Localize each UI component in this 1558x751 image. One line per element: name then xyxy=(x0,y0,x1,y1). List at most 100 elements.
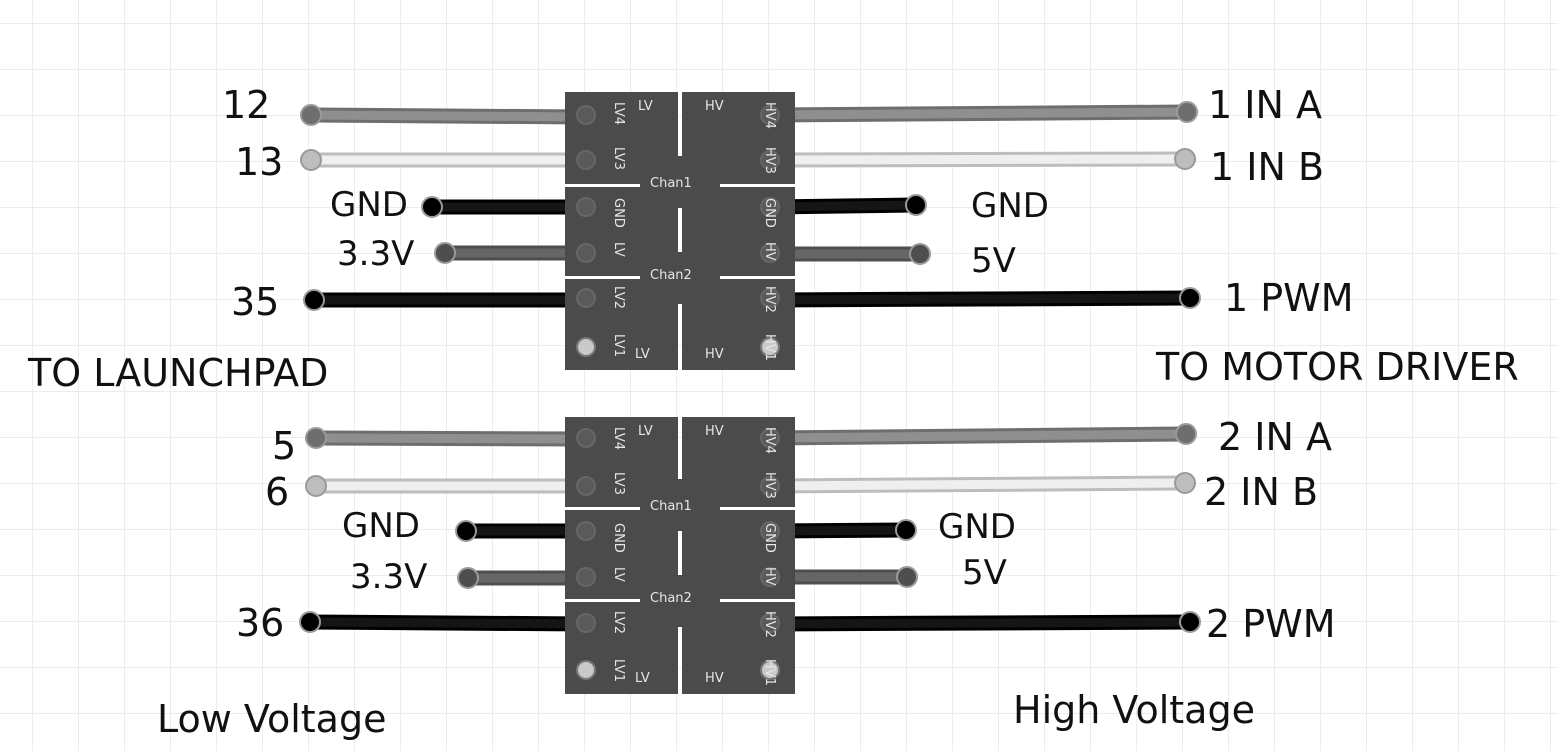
wire-35[interactable] xyxy=(303,289,597,311)
footer-hv-label: HV xyxy=(705,347,724,362)
pin-hv2[interactable] xyxy=(760,288,780,308)
wire-1-pwm[interactable] xyxy=(759,287,1201,311)
wire-2-in-a-core xyxy=(765,429,1191,443)
pin-label-lv1: LV1 xyxy=(611,659,626,682)
wire-2-in-b[interactable] xyxy=(759,472,1196,497)
wire-label-2-in-b: 2 IN B xyxy=(1204,470,1319,514)
pin-hv1[interactable] xyxy=(760,660,780,680)
pin-gnd[interactable] xyxy=(576,521,596,541)
board-slit xyxy=(720,599,795,602)
pin-lv[interactable] xyxy=(576,243,596,263)
wire-5v-1-end-connector[interactable] xyxy=(909,243,931,265)
pin-hv4[interactable] xyxy=(760,428,780,448)
pin-lv2[interactable] xyxy=(576,613,596,633)
pin-lv4[interactable] xyxy=(576,428,596,448)
board-slit xyxy=(720,184,795,187)
chan1-label: Chan1 xyxy=(650,176,692,191)
pin-hv4[interactable] xyxy=(760,105,780,125)
wire-6[interactable] xyxy=(305,475,597,497)
board-slit xyxy=(565,184,640,187)
board-slit xyxy=(565,599,640,602)
pin-label-hv1: HV1 xyxy=(762,659,777,686)
pin-label-hv4: HV4 xyxy=(762,427,777,454)
wire-gnd-hv-2-end-connector[interactable] xyxy=(895,519,917,541)
pin-gnd[interactable] xyxy=(760,521,780,541)
pin-label-lv1: LV1 xyxy=(611,334,626,357)
footer-lv-label: LV xyxy=(635,347,650,362)
wire-36[interactable] xyxy=(299,611,597,635)
pin-label-gnd-hv: GND xyxy=(762,523,777,553)
wire-5-start-connector[interactable] xyxy=(305,427,327,449)
footer-hv-label: HV xyxy=(705,671,724,686)
wire-5-core xyxy=(311,433,591,444)
pin-label-lv: LV xyxy=(611,567,626,582)
wire-label-12: 12 xyxy=(222,83,271,127)
pin-hv3[interactable] xyxy=(760,150,780,170)
pin-label-hv1: HV1 xyxy=(762,334,777,361)
wire-label-36: 36 xyxy=(236,601,285,645)
wire-1-in-a-core xyxy=(765,107,1192,120)
wire-13[interactable] xyxy=(300,149,597,171)
pin-lv2[interactable] xyxy=(576,288,596,308)
label-low-voltage: Low Voltage xyxy=(157,697,387,741)
board-left-half xyxy=(565,92,678,370)
wire-2-pwm-end-connector[interactable] xyxy=(1179,611,1201,633)
wire-2-pwm-core xyxy=(765,617,1195,629)
wire-1-in-b[interactable] xyxy=(759,148,1196,171)
pin-hv[interactable] xyxy=(760,567,780,587)
wire-2-pwm[interactable] xyxy=(759,611,1201,635)
wire-12[interactable] xyxy=(300,104,597,128)
header-hv-label: HV xyxy=(705,99,724,114)
pin-lv1[interactable] xyxy=(576,337,596,357)
wire-3v3-1-start-connector[interactable] xyxy=(434,242,456,264)
wire-label-5v-1: 5V xyxy=(971,241,1016,281)
wire-35-start-connector[interactable] xyxy=(303,289,325,311)
pin-lv[interactable] xyxy=(576,567,596,587)
pin-label-lv2: LV2 xyxy=(611,611,626,634)
wire-label-35: 35 xyxy=(231,280,280,324)
pin-label-hv2: HV2 xyxy=(762,611,777,638)
board-center-slot xyxy=(678,531,682,575)
wire-2-in-a[interactable] xyxy=(759,423,1197,449)
wire-gnd-lv-2-start-connector[interactable] xyxy=(455,520,477,542)
pin-lv3[interactable] xyxy=(576,150,596,170)
wire-gnd-lv-1-start-connector[interactable] xyxy=(421,196,443,218)
pin-label-gnd-lv: GND xyxy=(611,523,626,553)
wire-6-start-connector[interactable] xyxy=(305,475,327,497)
pin-hv[interactable] xyxy=(760,243,780,263)
pin-gnd[interactable] xyxy=(760,197,780,217)
pin-hv1[interactable] xyxy=(760,337,780,357)
wire-2-in-b-core xyxy=(765,478,1190,491)
wire-1-in-a-end-connector[interactable] xyxy=(1176,101,1198,123)
wire-5v-2-end-connector[interactable] xyxy=(896,566,918,588)
wire-5[interactable] xyxy=(305,427,597,450)
header-hv-label: HV xyxy=(705,424,724,439)
wire-12-start-connector[interactable] xyxy=(300,104,322,126)
wire-13-start-connector[interactable] xyxy=(300,149,322,171)
wire-1-pwm-end-connector[interactable] xyxy=(1179,287,1201,309)
pin-gnd[interactable] xyxy=(576,197,596,217)
pin-label-hv: HV xyxy=(762,242,777,261)
board-slit xyxy=(720,276,795,279)
wire-12-core xyxy=(306,110,591,122)
wire-3v3-2-start-connector[interactable] xyxy=(457,567,479,589)
pin-hv2[interactable] xyxy=(760,613,780,633)
wire-gnd-hv-1-end-connector[interactable] xyxy=(905,194,927,216)
wire-2-in-a-end-connector[interactable] xyxy=(1175,423,1197,445)
pin-label-lv3: LV3 xyxy=(611,147,626,170)
wire-2-in-b-end-connector[interactable] xyxy=(1174,472,1196,494)
pin-label-lv4: LV4 xyxy=(611,427,626,450)
wire-1-in-b-end-connector[interactable] xyxy=(1174,148,1196,170)
wire-1-in-a[interactable] xyxy=(759,101,1198,126)
wire-36-start-connector[interactable] xyxy=(299,611,321,633)
footer-lv-label: LV xyxy=(635,671,650,686)
label-to-launchpad: TO LAUNCHPAD xyxy=(28,351,329,395)
pin-hv3[interactable] xyxy=(760,476,780,496)
wire-label-5: 5 xyxy=(272,424,297,468)
wire-label-gnd-lv1: GND xyxy=(330,185,408,225)
pin-lv1[interactable] xyxy=(576,660,596,680)
pin-lv3[interactable] xyxy=(576,476,596,496)
pin-lv4[interactable] xyxy=(576,105,596,125)
